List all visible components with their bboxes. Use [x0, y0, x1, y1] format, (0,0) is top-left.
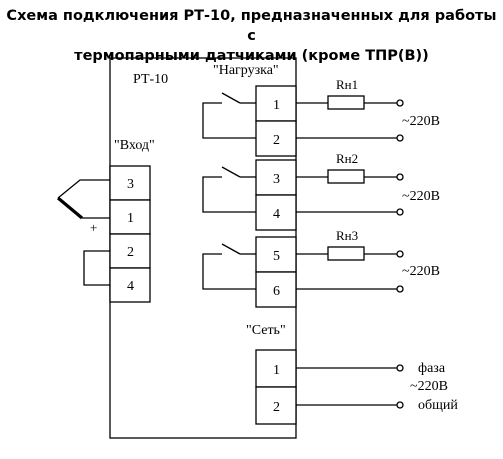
input-terminal-3: 2 — [127, 245, 134, 260]
input-terminal-4: 4 — [127, 279, 134, 294]
relay-contact-1 — [202, 92, 256, 139]
common-label: общий — [418, 398, 458, 413]
network-terminal-block — [255, 349, 297, 425]
network-block-label: "Сеть" — [246, 323, 286, 338]
resistor-2-label: Rн2 — [336, 151, 358, 166]
thermocouple-sensor — [56, 179, 110, 220]
voltage-label-3: ~220В — [402, 264, 440, 279]
load-terminal-3: 3 — [273, 172, 280, 187]
thermocouple-plus-sign: + — [90, 220, 97, 235]
load-circuit-3 — [296, 246, 404, 293]
device-name: РТ-10 — [133, 72, 168, 87]
diagram-title: Схема подключения РТ-10, предназначенных… — [0, 6, 503, 66]
input-block-label: "Вход" — [114, 138, 155, 153]
resistor-1-label: Rн1 — [336, 77, 358, 92]
load-terminal-1: 1 — [273, 98, 280, 113]
resistor-3 — [327, 246, 365, 261]
network-terminal-1: 1 — [273, 363, 280, 378]
phase-label: фаза — [418, 361, 446, 376]
voltage-label-1: ~220В — [402, 114, 440, 129]
relay-contact-3 — [202, 243, 256, 290]
input-terminal-block — [109, 165, 151, 303]
relay-contact-2 — [202, 166, 256, 213]
load-terminal-6: 6 — [273, 284, 280, 299]
input-terminal-2: 1 — [127, 211, 134, 226]
voltage-label-2: ~220В — [402, 189, 440, 204]
load-terminal-2: 2 — [273, 133, 280, 148]
title-line-1: Схема подключения РТ-10, предназначенных… — [6, 8, 497, 44]
input-jumper — [83, 250, 110, 286]
load-terminal-5: 5 — [273, 249, 280, 264]
network-wiring — [296, 364, 404, 409]
title-line-2: термопарными датчиками (кроме ТПР(В)) — [74, 48, 429, 64]
network-voltage-label: ~220В — [410, 379, 448, 394]
load-circuit-2 — [296, 169, 404, 216]
load-terminal-block — [255, 85, 297, 308]
resistor-1 — [327, 95, 365, 110]
input-terminal-1: 3 — [127, 177, 134, 192]
resistor-2 — [327, 169, 365, 184]
load-block-label: "Нагрузка" — [213, 63, 279, 78]
load-terminal-4: 4 — [273, 207, 280, 222]
load-circuit-1 — [296, 95, 404, 142]
resistor-3-label: Rн3 — [336, 228, 358, 243]
network-terminal-2: 2 — [273, 400, 280, 415]
